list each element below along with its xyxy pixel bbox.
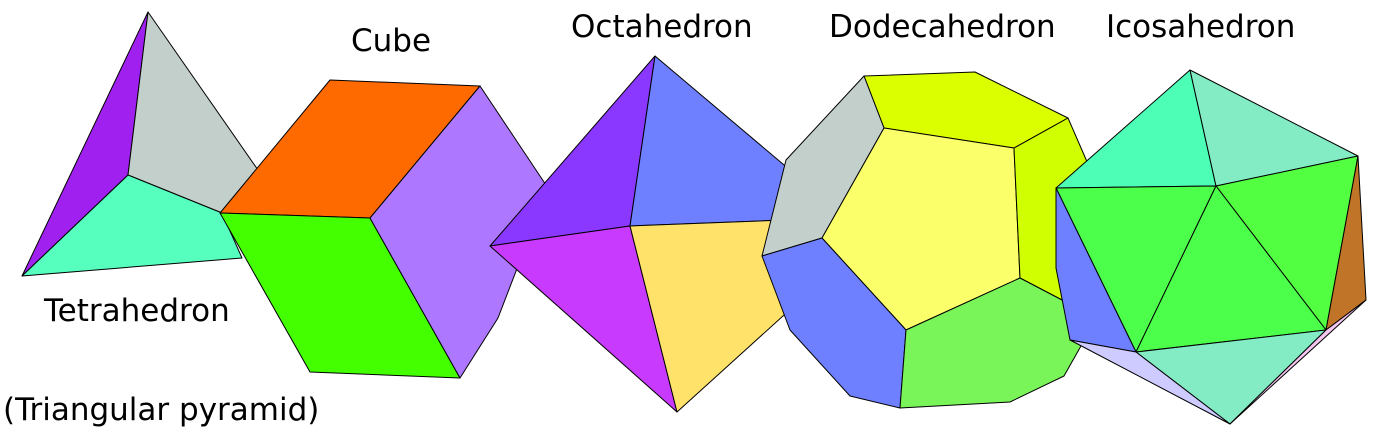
cube-label: Cube [351,23,432,59]
octahedron-face-upper-right [629,55,791,227]
icosahedron-label: Icosahedron [1106,9,1296,45]
octahedron-label: Octahedron [571,9,753,45]
tetrahedron-label: Tetrahedron [44,293,230,329]
icosahedron-face-top-left [1055,69,1217,189]
dodecahedron-face-lower-right [899,277,1091,409]
tetrahedron-sublabel: (Triangular pyramid) [3,392,320,428]
tetrahedron-figure [21,11,259,277]
dodecahedron-label: Dodecahedron [829,9,1056,45]
icosahedron-figure [1055,69,1367,425]
octahedron-figure [489,55,795,413]
icosahedron-face-bottom-left [1069,339,1231,425]
icosahedron-face-bottom-right [1229,299,1367,425]
cube-figure [219,79,549,379]
dodecahedron-figure [761,71,1091,409]
